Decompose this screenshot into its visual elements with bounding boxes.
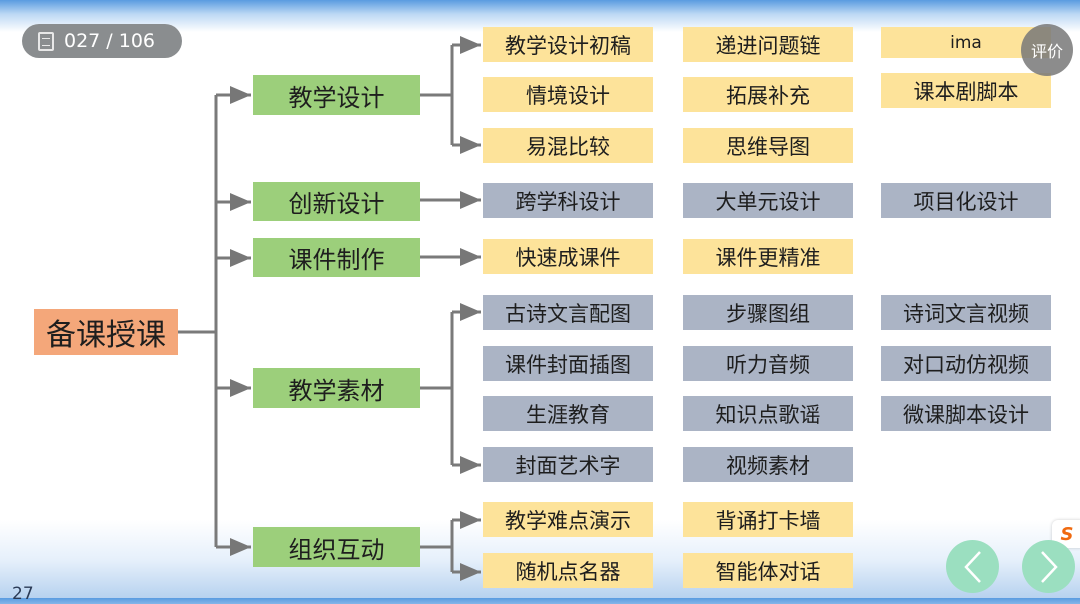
leaf-node: 古诗文言配图: [483, 295, 653, 330]
branch-interaction: 组织互动: [253, 527, 420, 567]
leaf-node: 思维导图: [683, 128, 853, 163]
leaf-node: 拓展补充: [683, 77, 853, 112]
leaf-node: 封面艺术字: [483, 447, 653, 482]
next-page-button[interactable]: [1022, 540, 1075, 593]
leaf-node: 知识点歌谣: [683, 396, 853, 431]
leaf-node: 诗词文言视频: [881, 295, 1051, 330]
leaf-node: 跨学科设计: [483, 183, 653, 218]
root-node: 备课授课: [34, 309, 178, 355]
leaf-node: 项目化设计: [881, 183, 1051, 218]
branch-courseware: 课件制作: [253, 238, 420, 277]
document-icon: [38, 31, 54, 51]
leaf-node: 对口动仿视频: [881, 346, 1051, 381]
leaf-node: 易混比较: [483, 128, 653, 163]
chevron-left-icon: [963, 550, 981, 583]
branch-teaching-design: 教学设计: [253, 75, 420, 115]
leaf-node: 大单元设计: [683, 183, 853, 218]
leaf-node: 随机点名器: [483, 553, 653, 588]
leaf-node: 课本剧脚本: [881, 73, 1051, 108]
leaf-node: 生涯教育: [483, 396, 653, 431]
leaf-node: 课件更精准: [683, 239, 853, 274]
rate-button[interactable]: 评价: [1021, 24, 1073, 76]
leaf-node: 课件封面插图: [483, 346, 653, 381]
leaf-node: 递进问题链: [683, 27, 853, 62]
chevron-right-icon: [1040, 550, 1058, 583]
branch-innovative-design: 创新设计: [253, 182, 420, 221]
prev-page-button[interactable]: [946, 540, 999, 593]
leaf-node: 视频素材: [683, 447, 853, 482]
leaf-node: 快速成课件: [483, 239, 653, 274]
leaf-node: 步骤图组: [683, 295, 853, 330]
leaf-node: 教学难点演示: [483, 502, 653, 537]
leaf-node: 微课脚本设计: [881, 396, 1051, 431]
leaf-node: 背诵打卡墙: [683, 502, 853, 537]
leaf-node: 情境设计: [483, 77, 653, 112]
leaf-node: 教学设计初稿: [483, 27, 653, 62]
page-indicator-text: 027 / 106: [64, 30, 156, 52]
slide-number: 27: [12, 584, 34, 604]
leaf-node: 智能体对话: [683, 553, 853, 588]
leaf-node: 听力音频: [683, 346, 853, 381]
branch-materials: 教学素材: [253, 368, 420, 408]
page-indicator[interactable]: 027 / 106: [22, 24, 182, 58]
